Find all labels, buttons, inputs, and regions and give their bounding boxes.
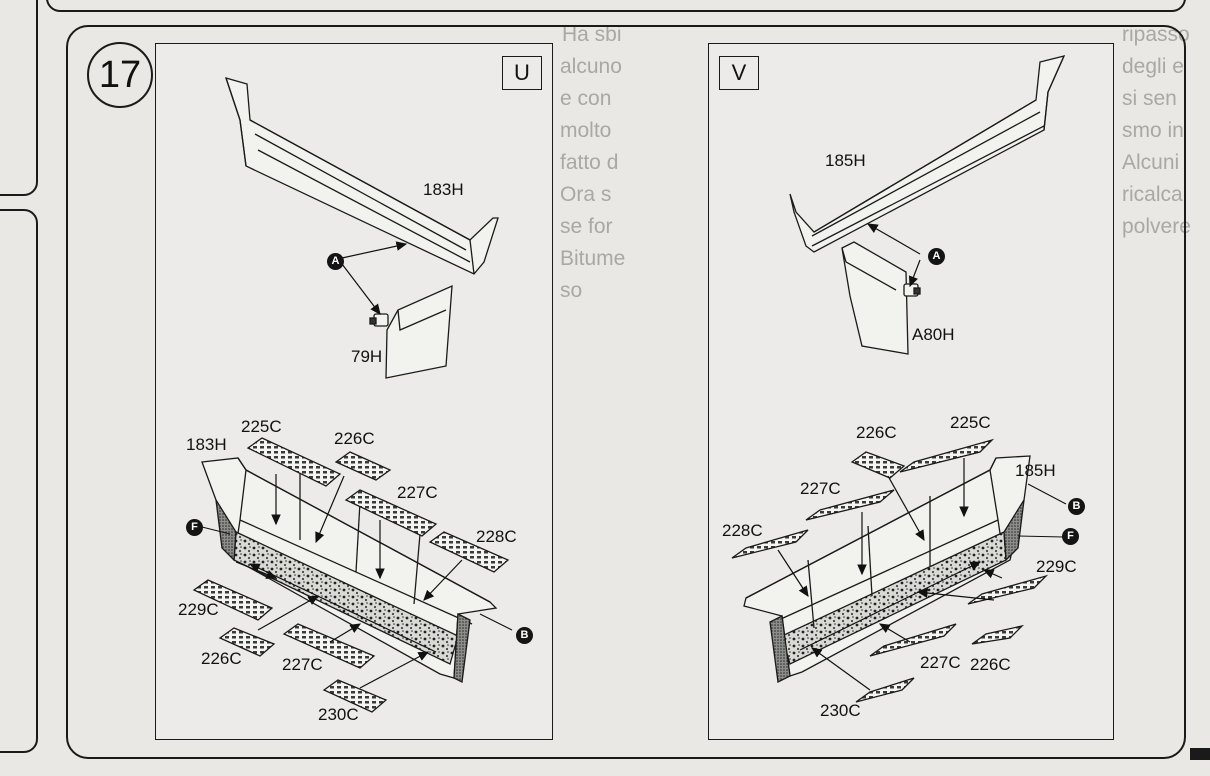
u-part-227-bot xyxy=(282,623,376,669)
v-grill-bar-top xyxy=(789,55,1066,253)
u-label-227-top: 227C xyxy=(397,483,438,502)
u-label-grill-bottom: 183H xyxy=(186,435,227,454)
v-marker-b: B xyxy=(1068,498,1085,515)
v-marker-a: A xyxy=(928,248,945,265)
u-marker-a: A xyxy=(327,253,344,270)
step-frame xyxy=(66,25,1186,759)
v-label-228: 228C xyxy=(722,521,763,540)
v-part-226-bot xyxy=(971,624,1025,645)
assembly-arrows xyxy=(235,223,1003,691)
u-label-229: 229C xyxy=(178,600,219,619)
v-part-230 xyxy=(855,677,915,703)
u-marker-b: B xyxy=(516,627,533,644)
u-label-grill-top: 183H xyxy=(423,180,464,199)
u-part-228 xyxy=(428,531,510,573)
v-label-227-bot: 227C xyxy=(920,653,961,672)
u-part-226-top xyxy=(334,451,392,481)
v-label-226-bot: 226C xyxy=(970,655,1011,674)
v-part-227-bot xyxy=(869,623,957,657)
v-label-227-top: 227C xyxy=(800,479,841,498)
left-page-frame-top xyxy=(0,0,38,196)
v-marker-f: F xyxy=(1062,528,1079,545)
u-part-230 xyxy=(322,679,388,713)
view-label-u: U xyxy=(502,56,542,90)
v-label-grill-bottom: 185H xyxy=(1015,461,1056,480)
step-number-badge: 17 xyxy=(87,42,153,108)
v-label-230: 230C xyxy=(820,701,861,720)
u-label-227-bot: 227C xyxy=(282,655,323,674)
v-part-227-top xyxy=(805,489,895,521)
v-label-225: 225C xyxy=(950,413,991,432)
v-label-bracket: A80H xyxy=(912,325,955,344)
v-part-229 xyxy=(967,574,1049,605)
v-part-228 xyxy=(731,529,809,559)
v-label-229: 229C xyxy=(1036,557,1077,576)
v-part-226-top xyxy=(850,451,906,479)
u-label-226-top: 226C xyxy=(334,429,375,448)
u-label-226-bot: 226C xyxy=(201,649,242,668)
v-label-grill-top: 185H xyxy=(825,151,866,170)
u-part-226-bot xyxy=(218,627,276,657)
left-page-frame-bottom xyxy=(0,209,38,753)
v-part-225 xyxy=(899,438,995,473)
u-marker-f: F xyxy=(186,519,203,536)
v-label-226-top: 226C xyxy=(856,423,897,442)
view-label-v: V xyxy=(719,56,759,90)
u-label-bracket: 79H xyxy=(351,347,383,366)
u-part-229 xyxy=(192,579,274,621)
v-bracket xyxy=(841,241,921,355)
u-label-230: 230C xyxy=(318,705,359,724)
u-label-225: 225C xyxy=(241,417,282,436)
u-bracket xyxy=(369,284,453,379)
u-part-225 xyxy=(246,437,342,487)
u-label-228: 228C xyxy=(476,527,517,546)
page-edge-mark xyxy=(1190,748,1210,760)
u-part-227-top xyxy=(344,489,438,537)
u-grill-bar-top xyxy=(224,77,499,275)
